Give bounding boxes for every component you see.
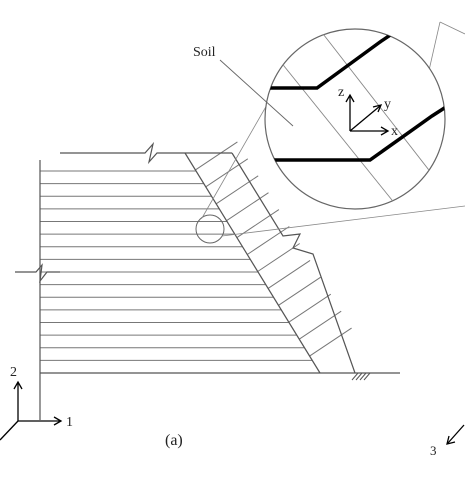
slope-stripe-line bbox=[205, 158, 249, 188]
slope-stripe-line bbox=[195, 141, 238, 171]
slope-stripe-line bbox=[215, 175, 259, 205]
axis-x-label: x bbox=[391, 124, 398, 139]
slope-stripe-line bbox=[267, 259, 311, 289]
slope-back-edge bbox=[231, 152, 356, 374]
slope-stripes bbox=[195, 141, 352, 357]
soil-mass-outline bbox=[15, 141, 400, 420]
local-axes bbox=[345, 93, 390, 136]
global-axis-3 bbox=[446, 424, 465, 445]
zoom-line-lower bbox=[221, 205, 465, 237]
top-surface-break bbox=[60, 141, 232, 165]
figure-caption: (a) bbox=[165, 432, 183, 449]
global-axis-2-label: 2 bbox=[10, 365, 17, 380]
soil-label: Soil bbox=[193, 45, 216, 60]
zoom-line-right-top bbox=[439, 21, 465, 35]
global-axes-12 bbox=[0, 380, 63, 441]
slope-stripe-line bbox=[278, 276, 321, 306]
soil-leader-line bbox=[219, 59, 294, 127]
mid-break-line bbox=[15, 263, 60, 284]
axis-y-label: y bbox=[384, 97, 391, 112]
magnified-detail: z y x bbox=[264, 28, 446, 210]
slope-stripe-line bbox=[226, 192, 269, 222]
upper-bold-boundary bbox=[270, 29, 421, 90]
slope-stripe-line bbox=[247, 226, 290, 255]
ground-hatch bbox=[350, 372, 372, 381]
slope-stripe-line bbox=[288, 293, 332, 323]
axis-z-label: z bbox=[338, 85, 344, 100]
global-axis-3-label: 3 bbox=[430, 443, 437, 458]
slope-face bbox=[184, 152, 321, 374]
lower-bold-boundary bbox=[270, 96, 445, 162]
detail-selector-circle bbox=[195, 214, 225, 244]
global-axis-1-label: 1 bbox=[66, 415, 73, 430]
horizontal-soil-layers bbox=[40, 170, 320, 374]
slope-stripe-line bbox=[309, 327, 352, 357]
